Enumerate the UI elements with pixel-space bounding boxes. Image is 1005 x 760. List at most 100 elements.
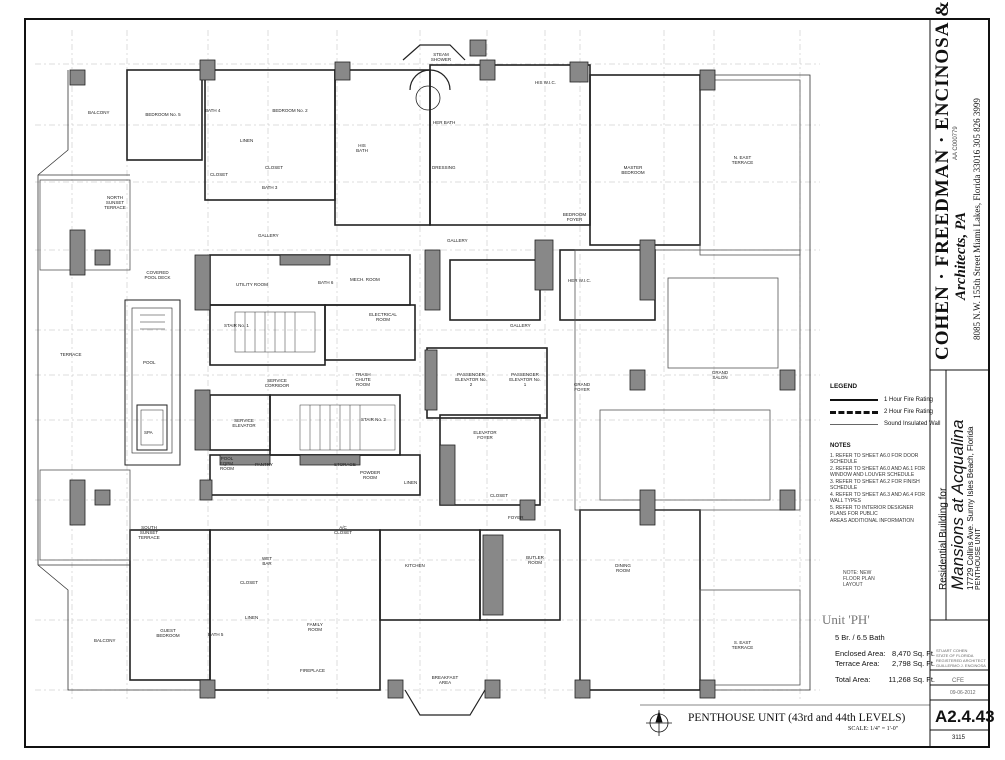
drawing-sheet — [24, 18, 990, 748]
room-label: BALCONY — [88, 110, 110, 115]
room-label: POWDER ROOM — [360, 470, 381, 480]
room-label: CLOSET — [490, 493, 509, 498]
room-label: POOL EQPM. ROOM — [219, 456, 235, 471]
legend: LEGEND 1 Hour Fire Rating 2 Hour Fire Ra… — [830, 383, 940, 430]
enclosed-label: Enclosed Area: — [835, 649, 886, 658]
room-label: KITCHEN — [405, 563, 425, 568]
room-label: S. EAST TERRACE — [731, 640, 754, 650]
sheet-number: A2.4.43 — [935, 707, 995, 726]
firm-name: COHEN · FREEDMAN · ENCINOSA & ASSOC. — [932, 0, 953, 360]
room-label: FAMILY ROOM — [307, 622, 323, 632]
terrace-outline — [37, 70, 811, 691]
room-label: BEDROOM FOYER — [562, 212, 587, 222]
legend-item: Sound Insulated Wall — [830, 418, 940, 430]
enclosed-row: Enclosed Area: 8,470 Sq. Ft. — [835, 649, 935, 659]
stamp-line: REGISTERED ARCHITECT — [936, 658, 986, 663]
room-label: CLOSET — [265, 165, 284, 170]
room-label: A/C CLOSET — [333, 525, 352, 535]
room-label: CLOSET — [240, 580, 259, 585]
room-label: ELECTRICAL ROOM — [369, 312, 397, 322]
note-line: 1. REFER TO SHEET A6.0 FOR DOOR SCHEDULE — [830, 452, 919, 466]
firm-subtitle: Architects, PA — [953, 211, 969, 300]
registration-stamps: STUART COHEN STATE OF FLORIDA REGISTERED… — [936, 648, 986, 668]
sheet-title: PENTHOUSE UNIT (43rd and 44th LEVELS) — [688, 712, 906, 724]
room-label: GRAND FOYER — [573, 382, 591, 392]
bay-windows — [402, 44, 486, 716]
drawn-by: CFE — [952, 678, 964, 684]
dashed-swatch — [830, 410, 878, 414]
room-label: HER BATH — [433, 120, 456, 125]
stamp-line: STUART COHEN — [936, 648, 968, 653]
room-label: FOYER — [508, 515, 524, 520]
sheet-date: 09-06-2012 — [950, 690, 976, 696]
room-label: BALCONY — [94, 638, 116, 643]
terrace-value: 2,798 Sq. Ft. — [892, 659, 935, 668]
room-label: WET BAR — [262, 556, 272, 566]
note-line: 4. REFER TO SHEET A6.3 AND A6.4 FOR WALL… — [830, 491, 926, 505]
room-label: COVERED POOL DECK — [144, 270, 171, 280]
note-line: 5. REFER TO INTERIOR DESIGNER PLANS FOR … — [830, 504, 914, 518]
room-label: HIS BATH — [356, 143, 368, 153]
room-label: STORAGE — [334, 462, 356, 467]
note-line: 2. REFER TO SHEET A6.0 AND A6.1 FOR — [830, 465, 926, 472]
room-label: SPA — [144, 430, 153, 435]
room-label: GUEST BEDROOM — [156, 628, 180, 638]
room-label: BATH 4 — [205, 108, 221, 113]
room-label: TRASH CHUTE ROOM — [355, 372, 371, 387]
legend-label: Sound Insulated Wall — [884, 421, 941, 427]
line-swatch — [830, 399, 878, 401]
firm-license: AA C000779 — [953, 126, 959, 160]
unit-name: Unit 'PH' — [822, 612, 870, 627]
notes: NOTES 1. REFER TO SHEET A6.0 FOR DOOR SC… — [830, 443, 930, 524]
room-label: BREAKFAST AREA — [431, 675, 459, 685]
room-label: BATH 6 — [318, 280, 334, 285]
room-label: DINING ROOM — [615, 563, 631, 573]
room-label: GALLERY — [510, 323, 531, 328]
room-label: N. EAST TERRACE — [731, 155, 754, 165]
room-label: MECH. ROOM — [350, 277, 380, 282]
room-label: SERVICE ELEVATOR — [232, 418, 256, 428]
rooms-count: 5 Br. / 6.5 Bath — [835, 633, 885, 642]
room-label: SOUTH SUNSET TERRACE — [138, 525, 160, 540]
room-label: CLOSET — [210, 172, 229, 177]
structural-columns — [69, 39, 796, 699]
room-label: TERRACE — [60, 352, 82, 357]
legend-item: 1 Hour Fire Rating — [830, 394, 940, 406]
thin-swatch — [830, 423, 878, 425]
room-label: UTILITY ROOM — [236, 282, 268, 287]
legend-label: 2 Hour Fire Rating — [884, 409, 934, 415]
enclosed-value: 8,470 Sq. Ft. — [892, 649, 935, 658]
stamp-line: GUILLERMO J. ENCINOSA — [936, 663, 986, 668]
room-label: LINEN — [240, 138, 254, 143]
room-label: LINEN — [404, 480, 418, 485]
room-label: PASSENGER ELEVATOR No. 1 — [509, 372, 541, 387]
room-label: SERVICE CORRIDOR — [264, 378, 290, 388]
total-label: Total Area: — [835, 675, 871, 684]
project-name: Mansions at Acqualina — [948, 419, 967, 590]
room-label: BATH 5 — [208, 632, 224, 637]
room-label: LINEN — [245, 615, 259, 620]
note-line: WINDOW AND LOUVER SCHEDULE — [830, 472, 915, 478]
north-arrow-icon — [646, 710, 672, 736]
legend-label: 1 Hour Fire Rating — [884, 397, 934, 403]
terrace-label: Terrace Area: — [835, 659, 880, 668]
pool-graphic — [124, 299, 181, 466]
rooms-row: 5 Br. / 6.5 Bath — [835, 633, 935, 643]
total-value: 11,268 Sq. Ft. — [888, 675, 935, 684]
notes-title: NOTES — [830, 443, 851, 449]
project-address: 17729 Collins Ave. Sunny Isles Beach, Fl… — [966, 426, 975, 590]
note-line: 3. REFER TO SHEET A6.2 FOR FINISH SCHEDU… — [830, 478, 920, 492]
room-label: BUTLER ROOM — [526, 555, 544, 565]
room-label: GRAND SALON — [711, 370, 729, 380]
room-label: NORTH SUNSET TERRACE — [104, 195, 126, 210]
total-row: Total Area: 11,268 Sq. Ft. — [835, 675, 935, 685]
project-unit: PENTHOUSE UNIT — [975, 528, 982, 590]
room-label: BEDROOM No. 2 — [272, 108, 308, 113]
stamp-line: STATE OF FLORIDA — [936, 653, 974, 658]
title-block — [640, 20, 988, 746]
terrace-row: Terrace Area: 2,798 Sq. Ft. — [835, 659, 935, 669]
sheet-scale: SCALE: 1/4" = 1'-0" — [848, 726, 899, 732]
room-label: HIS W.I.C. — [535, 80, 557, 85]
room-label: PASSENGER ELEVATOR No. 2 — [455, 372, 487, 387]
layout-note: NOTE: NEW FLOOR PLAN LAYOUT — [843, 570, 875, 588]
